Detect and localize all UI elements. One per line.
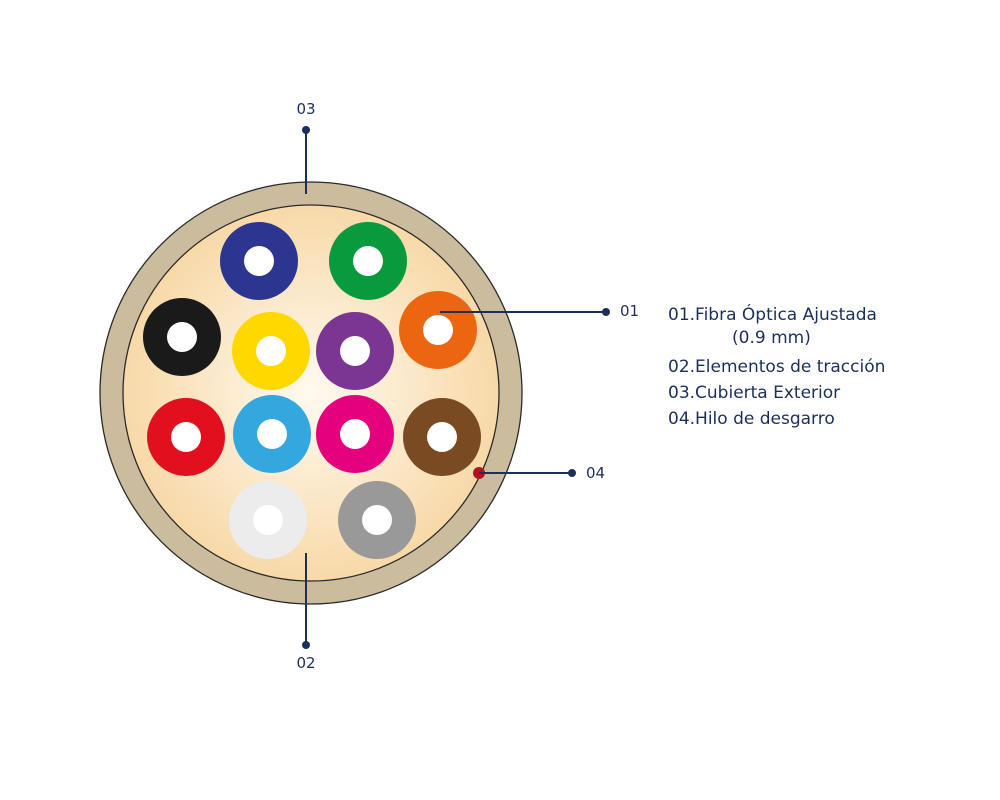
leader-01-dot: [602, 308, 610, 316]
legend-item-03: 03.Cubierta Exterior: [668, 383, 841, 403]
fiber-11: [229, 481, 307, 559]
fiber-core: [256, 336, 286, 366]
fiber-3: [143, 298, 221, 376]
fiber-core: [362, 505, 392, 535]
callout-03-label: 03: [296, 100, 315, 118]
leader-03-dot: [302, 126, 310, 134]
fiber-core: [253, 505, 283, 535]
fiber-core: [340, 419, 370, 449]
fiber-8: [233, 395, 311, 473]
strength-member-core: [122, 204, 500, 582]
fiber-group: [143, 222, 481, 559]
leader-04-dot: [568, 469, 576, 477]
fiber-12: [338, 481, 416, 559]
fiber-2: [329, 222, 407, 300]
fiber-core: [353, 246, 383, 276]
legend-item-01-detail: (0.9 mm): [732, 328, 811, 348]
legend-item-01: 01.Fibra Óptica Ajustada: [668, 305, 877, 325]
legend-item-02: 02.Elementos de tracción: [668, 357, 886, 377]
callout-02-label: 02: [296, 654, 315, 672]
fiber-core: [423, 315, 453, 345]
fiber-1: [220, 222, 298, 300]
leader-02-dot: [302, 641, 310, 649]
legend: 01.Fibra Óptica Ajustada (0.9 mm) 02.Ele…: [668, 302, 885, 432]
fiber-7: [147, 398, 225, 476]
fiber-9: [316, 395, 394, 473]
fiber-10: [403, 398, 481, 476]
fiber-core: [427, 422, 457, 452]
callout-04-label: 04: [586, 464, 605, 482]
fiber-core: [167, 322, 197, 352]
fiber-core: [171, 422, 201, 452]
fiber-5: [316, 312, 394, 390]
callout-leaders: [302, 126, 610, 649]
legend-item-04: 04.Hilo de desgarro: [668, 409, 835, 429]
fiber-core: [257, 419, 287, 449]
callout-01-label: 01: [620, 302, 639, 320]
fiber-core: [244, 246, 274, 276]
fiber-core: [340, 336, 370, 366]
fiber-6: [399, 291, 477, 369]
fiber-4: [232, 312, 310, 390]
